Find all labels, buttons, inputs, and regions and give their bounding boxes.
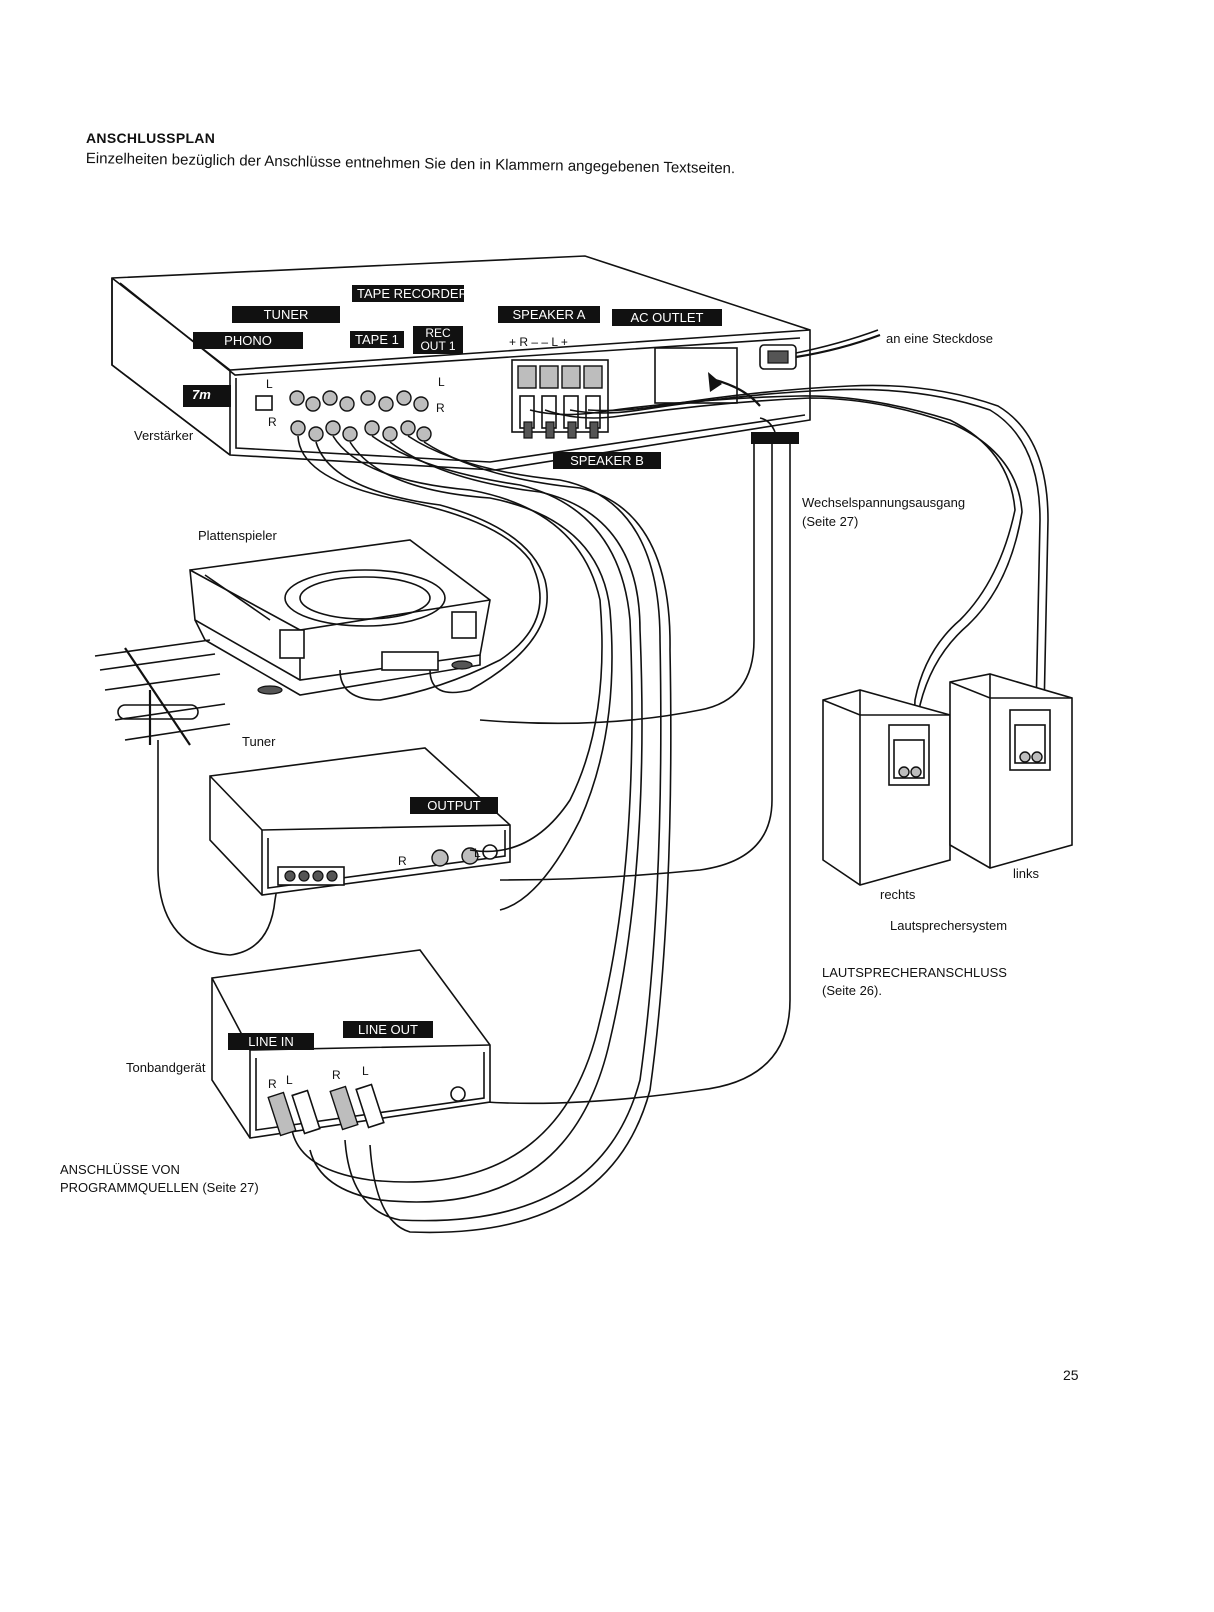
speaker-left-drawing (949, 673, 1073, 869)
tag-tuner: TUNER (232, 306, 340, 323)
tuner-drawing (209, 747, 511, 896)
sources-label-line2: PROGRAMMQUELLEN (Seite 27) (60, 1180, 259, 1196)
amp-right-label: R (268, 415, 277, 429)
ac-output-plug (459, 417, 799, 1105)
ac-output-label: Wechselspannungsausgang (802, 495, 966, 510)
amplifier-logo: 7m (192, 387, 211, 402)
tag-tape-recorder-1-text: TAPE RECORDER 1 (357, 286, 479, 301)
tape-in-left: L (286, 1073, 293, 1087)
amp-left-label: L (266, 377, 273, 391)
amplifier-label: Verstärker (134, 428, 194, 443)
tag-phono: PHONO (193, 332, 303, 349)
speaker-polarity-label: + R – – L + (509, 335, 568, 349)
speaker-right-drawing (822, 689, 951, 886)
speaker-right-label: rechts (880, 887, 916, 902)
antenna-drawing (94, 639, 281, 956)
wall-socket-label: an eine Steckdose (886, 331, 993, 346)
tag-line-out: LINE OUT (343, 1021, 433, 1038)
tag-rec-out-1: REC OUT 1 (413, 326, 463, 354)
amp-left-label-2: L (438, 375, 445, 389)
speaker-connection-label: LAUTSPRECHERANSCHLUSS (822, 965, 1007, 980)
tag-tape-1: TAPE 1 (350, 331, 404, 348)
tape-in-right: R (268, 1077, 277, 1091)
tuner-label: Tuner (242, 734, 276, 749)
tape-out-right: R (332, 1068, 341, 1082)
speaker-system-label: Lautsprechersystem (890, 918, 1008, 933)
diagram-title: ANSCHLUSSPLAN (86, 130, 216, 146)
tuner-left-label: L (474, 846, 481, 860)
sources-label-text: PROGRAMMQUELLEN (60, 1180, 199, 1195)
speaker-connection-ref: (Seite 26). (822, 983, 882, 998)
amplifier-input-jacks (289, 390, 432, 442)
tag-speaker-b: SPEAKER B (553, 452, 661, 469)
ac-output-ref: (Seite 27) (802, 514, 859, 529)
ac-outlet-arrow (714, 378, 761, 407)
speaker-terminals (511, 359, 609, 439)
tape-deck-drawing (211, 949, 491, 1139)
tape-out-left: L (362, 1064, 369, 1078)
tape-deck-plugs (267, 1083, 385, 1137)
sources-label-ref: (Seite 27) (202, 1180, 259, 1195)
tag-line-in: LINE IN (228, 1033, 314, 1050)
page-number: 25 (1063, 1367, 1079, 1383)
tag-tape-recorder-1: TAPE RECORDER 1 (352, 285, 479, 302)
turntable-drawing (189, 539, 491, 696)
tag-output: OUTPUT (410, 797, 498, 814)
mains-cable (795, 333, 881, 359)
signal-cables (291, 435, 672, 1234)
turntable-label: Plattenspieler (198, 528, 277, 543)
sources-label-line1: ANSCHLÜSSE VON (60, 1162, 180, 1177)
tape-deck-label: Tonbandgerät (126, 1060, 206, 1075)
tuner-right-label: R (398, 854, 407, 868)
tag-speaker-a: SPEAKER A (498, 306, 600, 323)
amp-right-label-2: R (436, 401, 445, 415)
tag-ac-outlet: AC OUTLET (612, 309, 722, 326)
speaker-left-label: links (1013, 866, 1040, 881)
speaker-cables (529, 384, 1049, 781)
